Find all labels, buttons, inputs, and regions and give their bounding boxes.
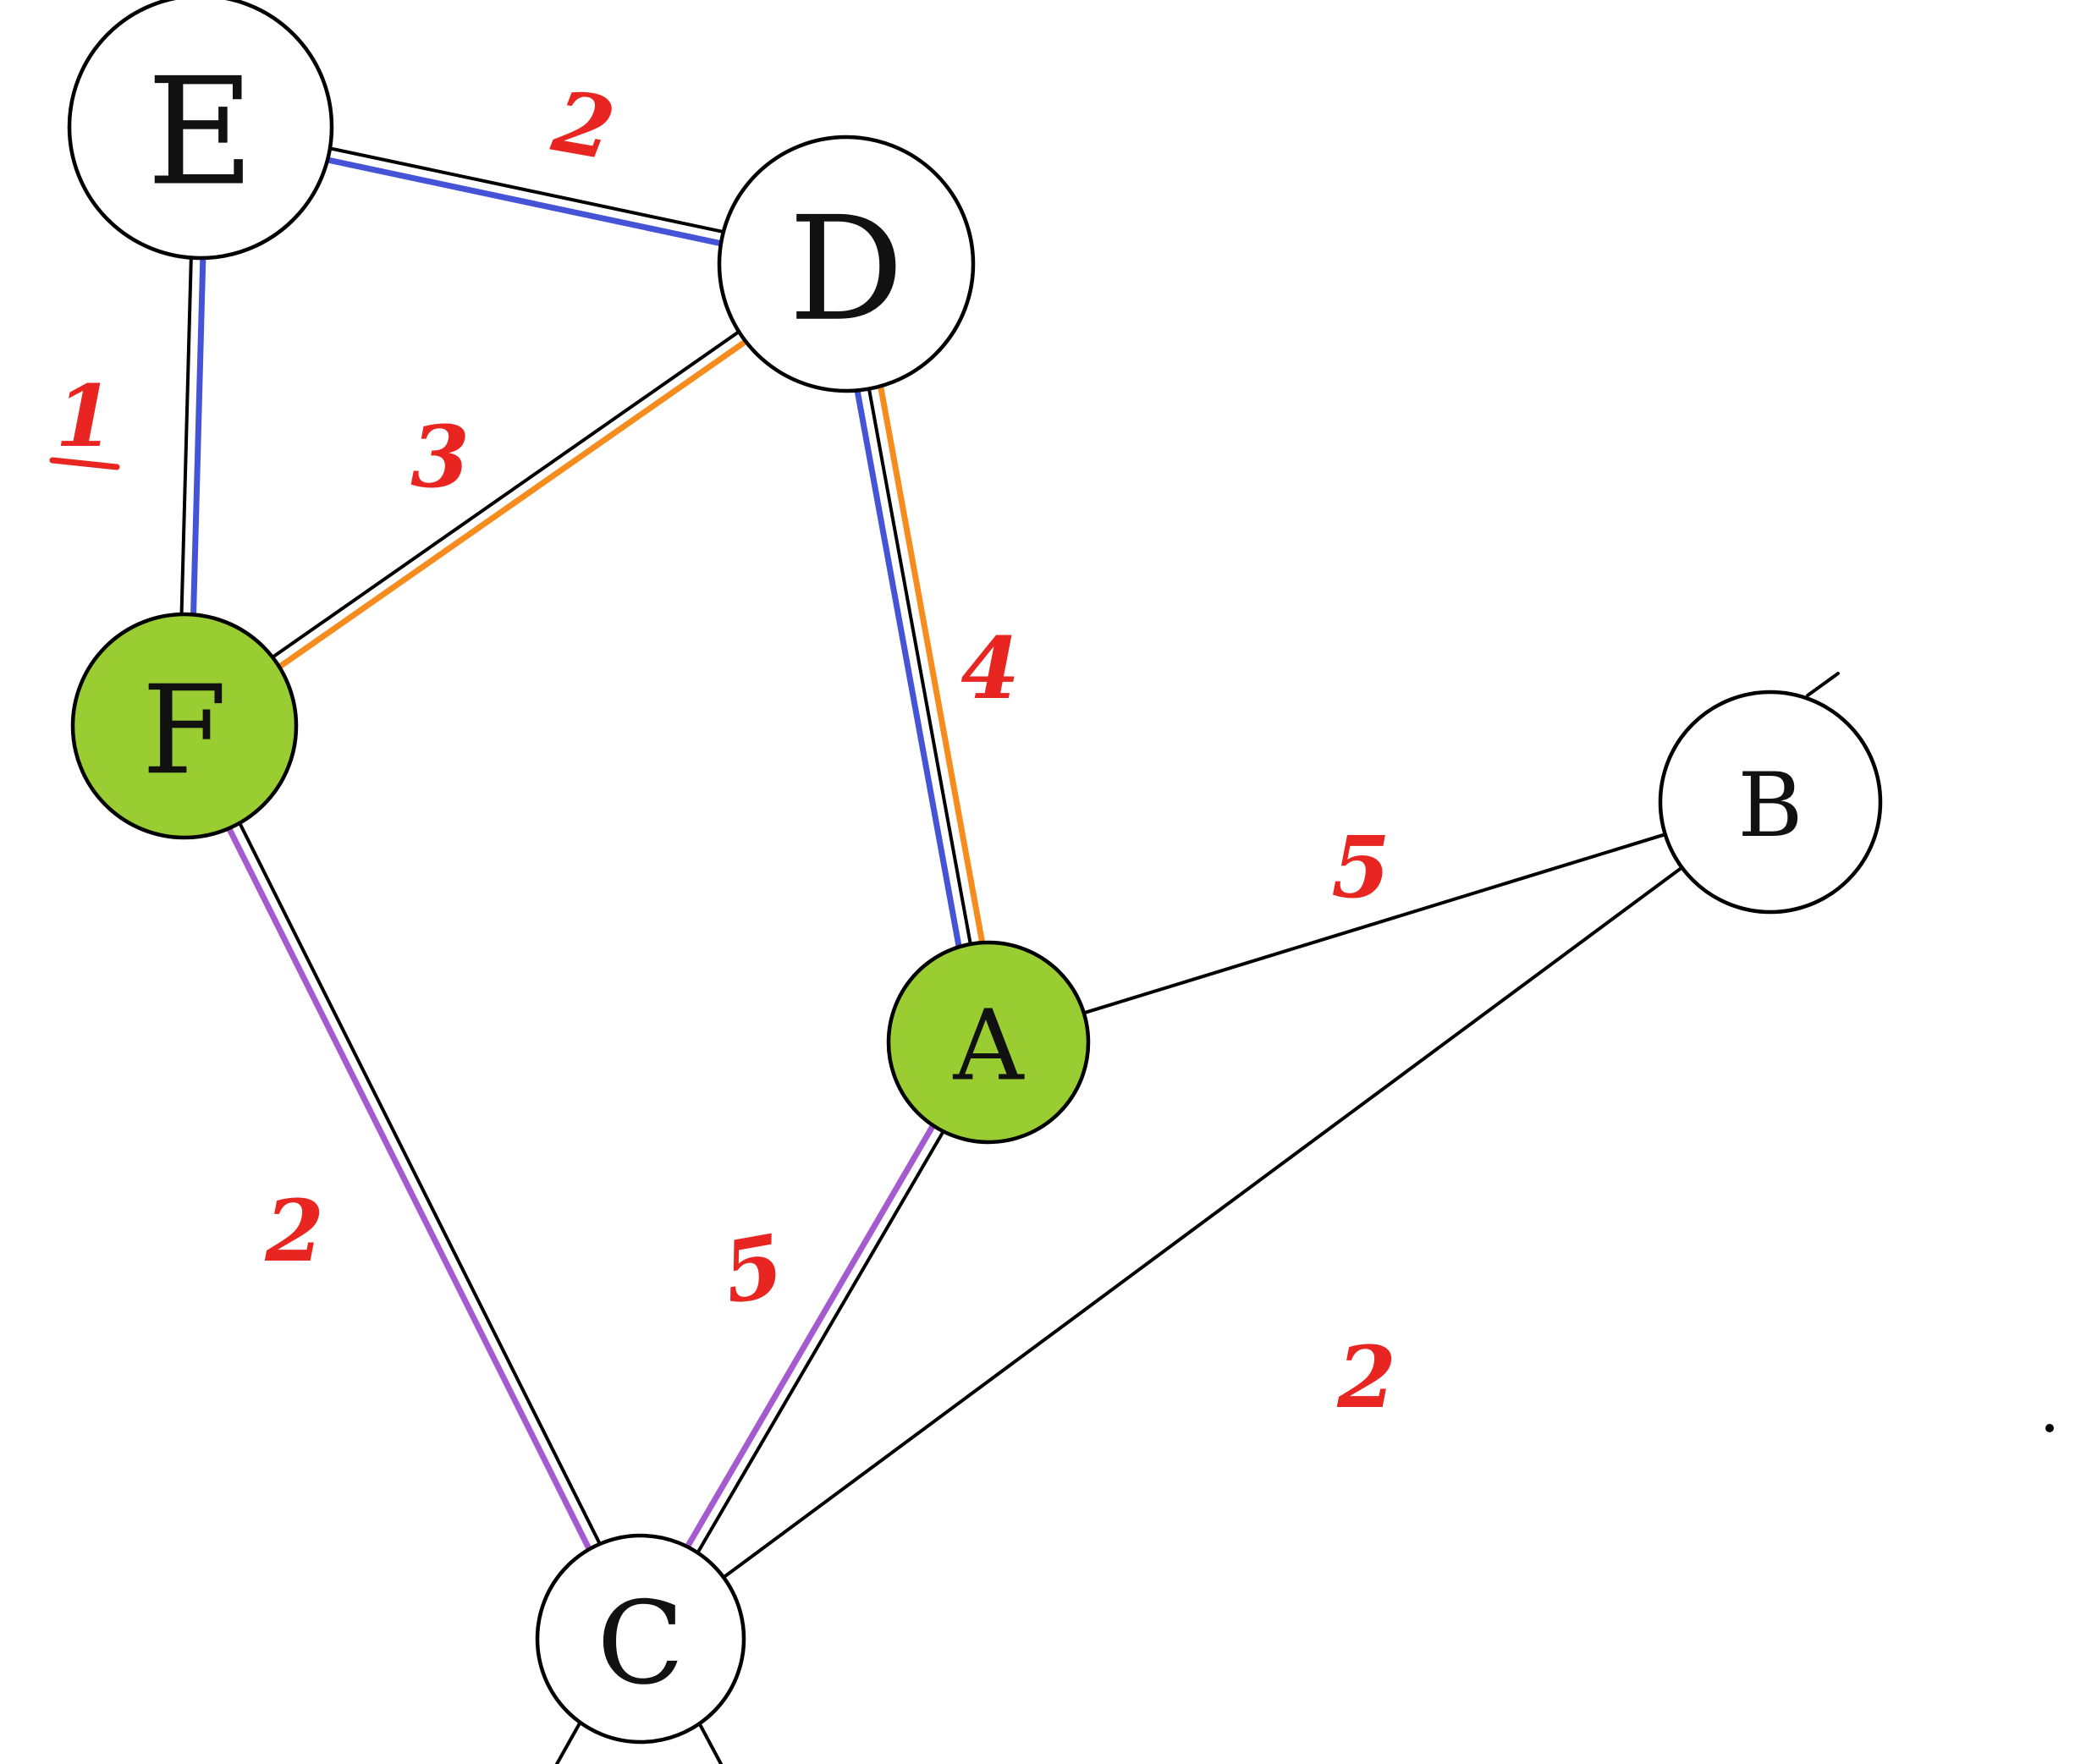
edge-line-A-C-2 [632, 1036, 987, 1639]
node-circle-F [70, 612, 299, 840]
edge-line-D-A-3 [831, 263, 980, 1048]
node-label-A: A [952, 990, 1025, 1103]
nodes-layer: E D F B A C [67, 0, 1883, 1745]
edge-A-C [632, 1036, 996, 1644]
edge-A-B [987, 800, 1772, 1044]
node-label-D: D [789, 186, 904, 354]
edge-C-B [639, 800, 1772, 1640]
edge-weight-F-D: 3 [410, 407, 470, 507]
edge-weight-E-F: 1 [55, 366, 114, 466]
node-F: F [70, 612, 299, 840]
edge-weight-A-B: 5 [1331, 817, 1390, 917]
edge-D-A [831, 258, 1004, 1048]
edge-weight-C-B: 2 [1336, 1327, 1396, 1427]
edge-line-F-D-1 [179, 257, 845, 723]
node-circle-B [1658, 690, 1883, 915]
edge-weight-D-A: 4 [960, 618, 1020, 718]
edge-line-D-A-1 [855, 258, 1004, 1043]
edge-weight-A-C: 5 [715, 1215, 790, 1323]
edge-line-F-C-1 [188, 721, 648, 1638]
edge-weight-E-D: 2 [546, 71, 622, 179]
node-E: E [67, 0, 334, 261]
edge-F-D [179, 257, 853, 734]
node-C: C [535, 1533, 746, 1745]
node-circle-A [886, 940, 1091, 1145]
stray-dot-4 [2045, 1424, 2054, 1432]
edge-weight-F-C: 2 [264, 1181, 324, 1281]
node-circle-C [535, 1533, 746, 1745]
edge-line-F-C-2 [176, 725, 639, 1645]
edges-layer [176, 119, 1772, 1645]
stray-stroke-3 [1806, 672, 1840, 697]
node-D: D [717, 135, 976, 393]
node-label-E: E [146, 47, 255, 219]
edge-line-D-A-2 [845, 262, 990, 1044]
node-A: A [886, 940, 1091, 1145]
node-label-B: B [1737, 754, 1803, 857]
stray-stroke-2 [699, 1724, 723, 1764]
edge-line-A-B [987, 800, 1772, 1044]
edge-line-C-B [639, 800, 1772, 1640]
edge-weight-underline-E-F [49, 457, 120, 470]
edge-line-A-C-1 [644, 1043, 996, 1644]
node-circle-E [67, 0, 334, 261]
node-circle-D [717, 135, 976, 393]
node-label-C: C [597, 1577, 684, 1710]
edge-F-C [176, 721, 648, 1645]
edge-line-F-D-2 [184, 266, 853, 734]
node-label-F: F [142, 659, 228, 802]
node-B: B [1658, 690, 1883, 915]
edge-weights-layer: 2 1 3 4 5 2 5 2 [49, 71, 1396, 1427]
